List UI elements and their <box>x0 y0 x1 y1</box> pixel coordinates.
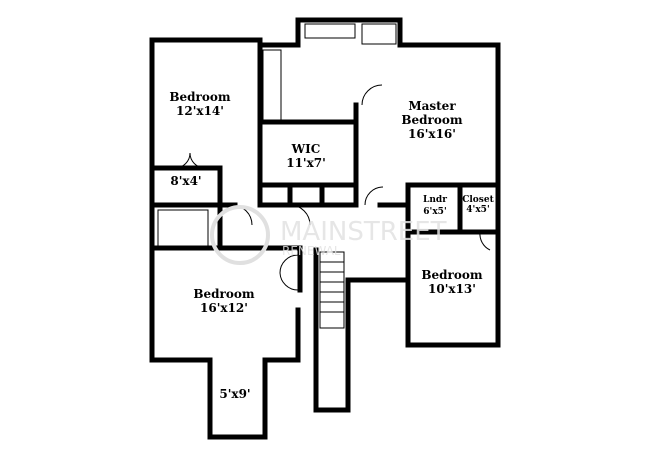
room-name: Closet <box>462 195 494 205</box>
room-size: 5'x9' <box>219 387 250 401</box>
room-size: 8'x4' <box>170 174 201 188</box>
room-size: 16'x16' <box>408 127 456 141</box>
watermark: MAINSTREET RENEWAL <box>210 205 447 265</box>
room-size: 11'x7' <box>286 156 326 170</box>
room-name: Master <box>408 99 456 113</box>
room-name: WIC <box>291 142 321 156</box>
room-name: Bedroom <box>401 113 462 127</box>
svg-text:MAINSTREET: MAINSTREET <box>280 217 447 247</box>
svg-text:RENEWAL: RENEWAL <box>282 244 341 258</box>
room-name: Lndr <box>423 195 447 205</box>
room-name: Bedroom <box>421 268 482 282</box>
stairs <box>319 251 345 329</box>
room-name: Bedroom <box>193 287 254 301</box>
room-size: 6'x5' <box>423 207 446 217</box>
room-name: Bedroom <box>169 90 230 104</box>
room-size: 4'x5' <box>466 205 489 215</box>
room-size: 16'x12' <box>200 301 248 315</box>
fixtures <box>157 23 491 291</box>
room-size: 12'x14' <box>176 104 224 118</box>
room-labels: Bedroom 12'x14' Master Bedroom 16'x16' W… <box>169 90 494 401</box>
room-size: 10'x13' <box>428 282 476 296</box>
walls <box>149 17 501 440</box>
